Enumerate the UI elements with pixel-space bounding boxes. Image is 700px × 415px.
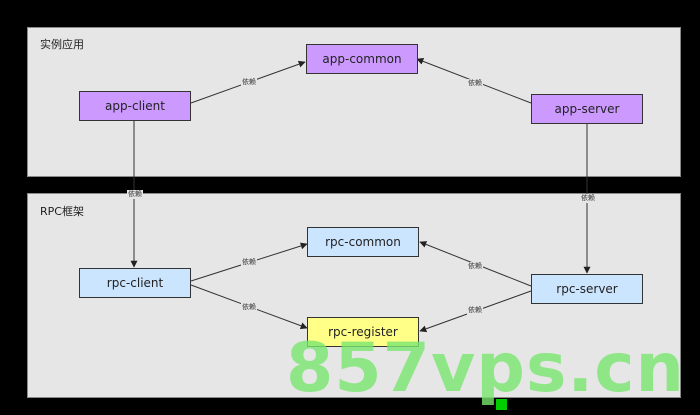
rpc-register-node[interactable]: rpc-register	[307, 317, 419, 347]
watermark: 857vps.cn	[286, 329, 685, 408]
rpc-client-node[interactable]: rpc-client	[79, 268, 191, 298]
app-common-node[interactable]: app-common	[306, 44, 418, 74]
rpc-common-node[interactable]: rpc-common	[307, 227, 419, 257]
app-server-node[interactable]: app-server	[531, 94, 643, 124]
rpc-server-node[interactable]: rpc-server	[531, 274, 643, 304]
edge-label: 依赖	[580, 194, 596, 203]
edge-label: 依赖	[467, 79, 483, 88]
app-panel-label: 实例应用	[40, 38, 84, 51]
edge-label: 依赖	[127, 190, 143, 199]
rpc-panel-label: RPC框架	[40, 205, 84, 218]
edge-label: 依赖	[467, 262, 483, 271]
edge-label: 依赖	[467, 306, 483, 315]
edge-label: 依赖	[241, 78, 257, 87]
green-marker	[496, 399, 507, 410]
edge-label: 依赖	[241, 258, 257, 267]
app-client-node[interactable]: app-client	[79, 91, 191, 121]
edge-label: 依赖	[241, 303, 257, 312]
